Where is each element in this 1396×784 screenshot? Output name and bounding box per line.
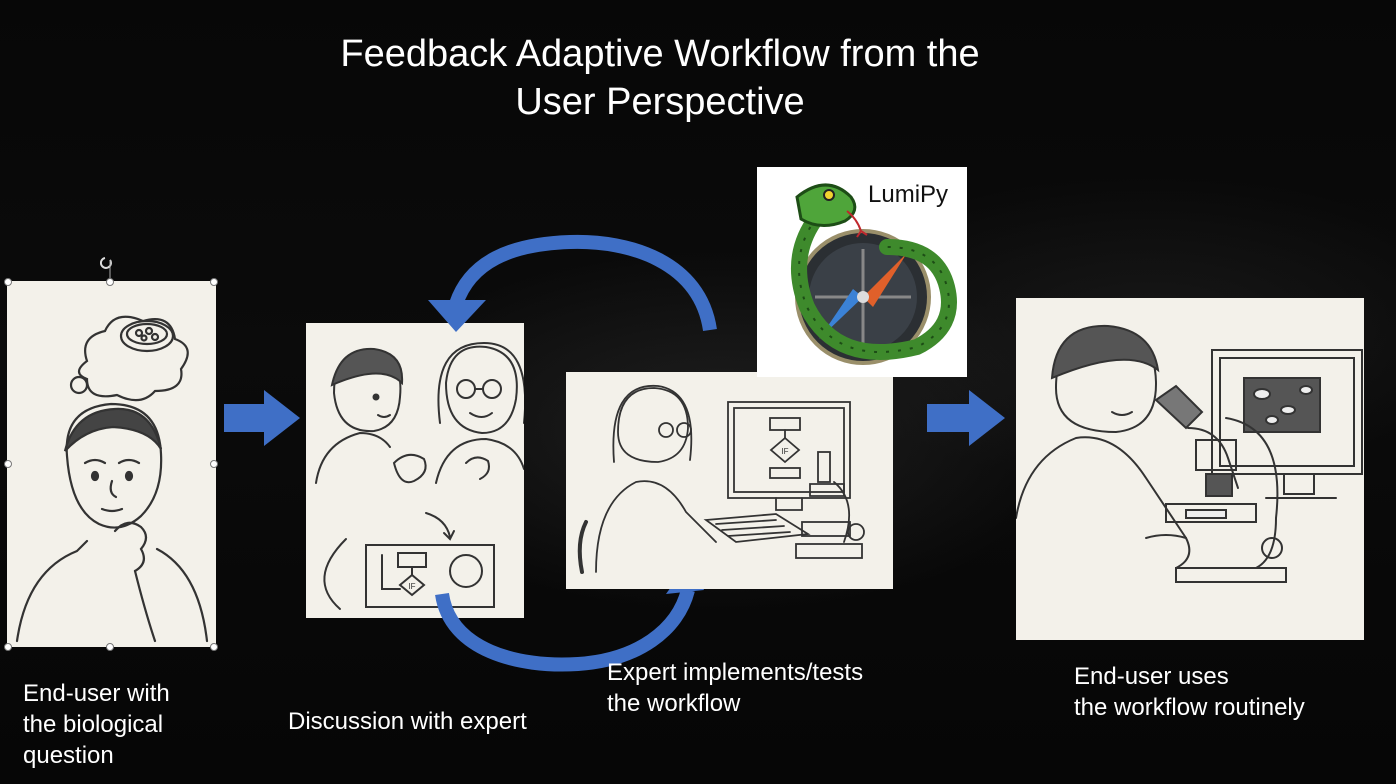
selection-handle[interactable]	[106, 278, 114, 286]
step-1-caption: End-user with the biological question	[23, 680, 170, 769]
selection-handle[interactable]	[4, 278, 12, 286]
step-2-caption: Discussion with expert	[288, 708, 527, 735]
panel-end-user-question[interactable]	[7, 281, 216, 647]
flowchart-if-label: IF	[781, 447, 788, 456]
selection-handle[interactable]	[210, 278, 218, 286]
step-4-caption: End-user uses the workflow routinely	[1074, 663, 1305, 721]
flowchart-if-label: IF	[408, 582, 415, 591]
microscope-user-illustration	[1016, 324, 1363, 583]
discussion-illustration: IF	[315, 341, 524, 610]
right-arrow-icon	[224, 390, 300, 446]
right-arrow-icon	[927, 390, 1005, 446]
selection-handle[interactable]	[106, 643, 114, 651]
slide-title: Feedback Adaptive Workflow from the User…	[340, 33, 980, 123]
selection-handle[interactable]	[210, 643, 218, 651]
step-3-caption: Expert implements/tests the workflow	[607, 659, 864, 717]
panel-end-user-routine[interactable]	[1016, 298, 1364, 640]
logo-text: LumiPy	[868, 181, 949, 208]
thinking-person-illustration	[15, 315, 209, 643]
panel-expert-implementation[interactable]: IF	[566, 372, 893, 589]
lumipy-logo	[757, 167, 967, 377]
selection-handle[interactable]	[4, 643, 12, 651]
selection-handle[interactable]	[4, 460, 12, 468]
expert-computer-illustration: IF	[577, 385, 865, 574]
panel-discussion[interactable]: IF	[306, 323, 524, 618]
rotate-handle-icon[interactable]	[100, 248, 120, 278]
selection-handle[interactable]	[210, 460, 218, 468]
feedback-loop-top-arrow-icon	[428, 234, 717, 332]
snake-compass-logo-icon	[791, 183, 957, 365]
